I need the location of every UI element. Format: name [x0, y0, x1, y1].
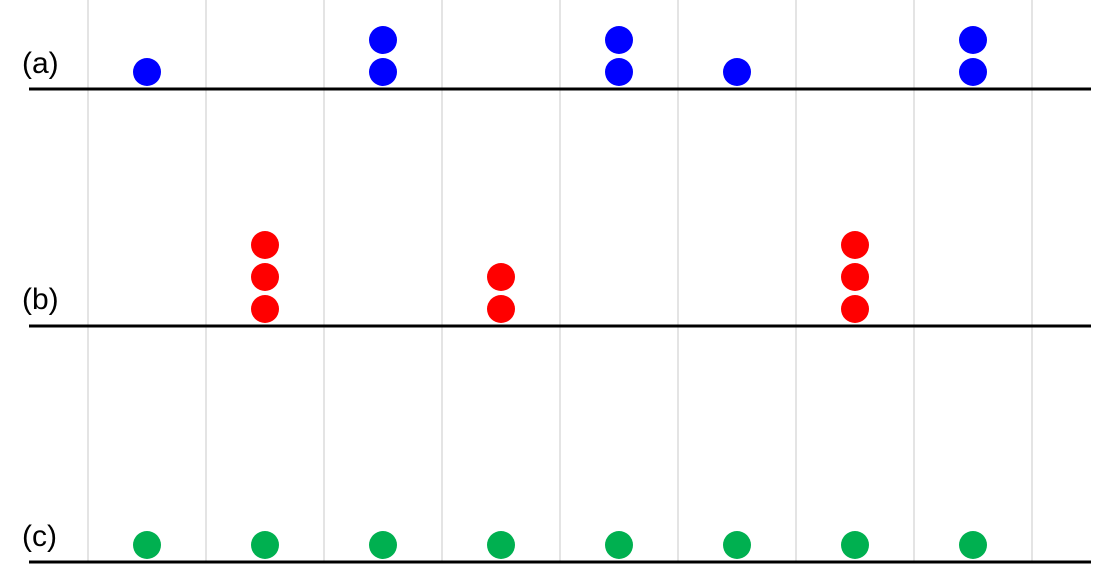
- dot-marker: [251, 263, 279, 291]
- panel-label-b: (b): [22, 283, 59, 316]
- dot-marker: [841, 295, 869, 323]
- panel-label-a: (a): [22, 47, 59, 80]
- dot-marker: [959, 531, 987, 559]
- dot-marker: [605, 531, 633, 559]
- dot-marker: [369, 58, 397, 86]
- panel-label-c: (c): [22, 520, 57, 553]
- dot-marker: [251, 231, 279, 259]
- dot-marker: [841, 531, 869, 559]
- panel-a: (a): [22, 47, 1091, 91]
- vertical-gridlines: [87, 0, 1033, 562]
- dot-marker: [841, 231, 869, 259]
- dot-marker: [959, 26, 987, 54]
- dot-marker: [369, 26, 397, 54]
- dot-marker: [487, 295, 515, 323]
- dot-marker: [251, 295, 279, 323]
- dot-marker: [133, 531, 161, 559]
- dots: [133, 26, 987, 559]
- dot-marker: [723, 58, 751, 86]
- dot-marker: [841, 263, 869, 291]
- dot-marker: [487, 263, 515, 291]
- dot-marker: [605, 58, 633, 86]
- dot-marker: [251, 531, 279, 559]
- dot-marker: [369, 531, 397, 559]
- dot-marker: [133, 58, 161, 86]
- panel-b: (b): [22, 283, 1091, 328]
- panel-c: (c): [22, 520, 1091, 564]
- dot-marker: [605, 26, 633, 54]
- dot-marker: [487, 531, 515, 559]
- dot-marker: [723, 531, 751, 559]
- dot-marker: [959, 58, 987, 86]
